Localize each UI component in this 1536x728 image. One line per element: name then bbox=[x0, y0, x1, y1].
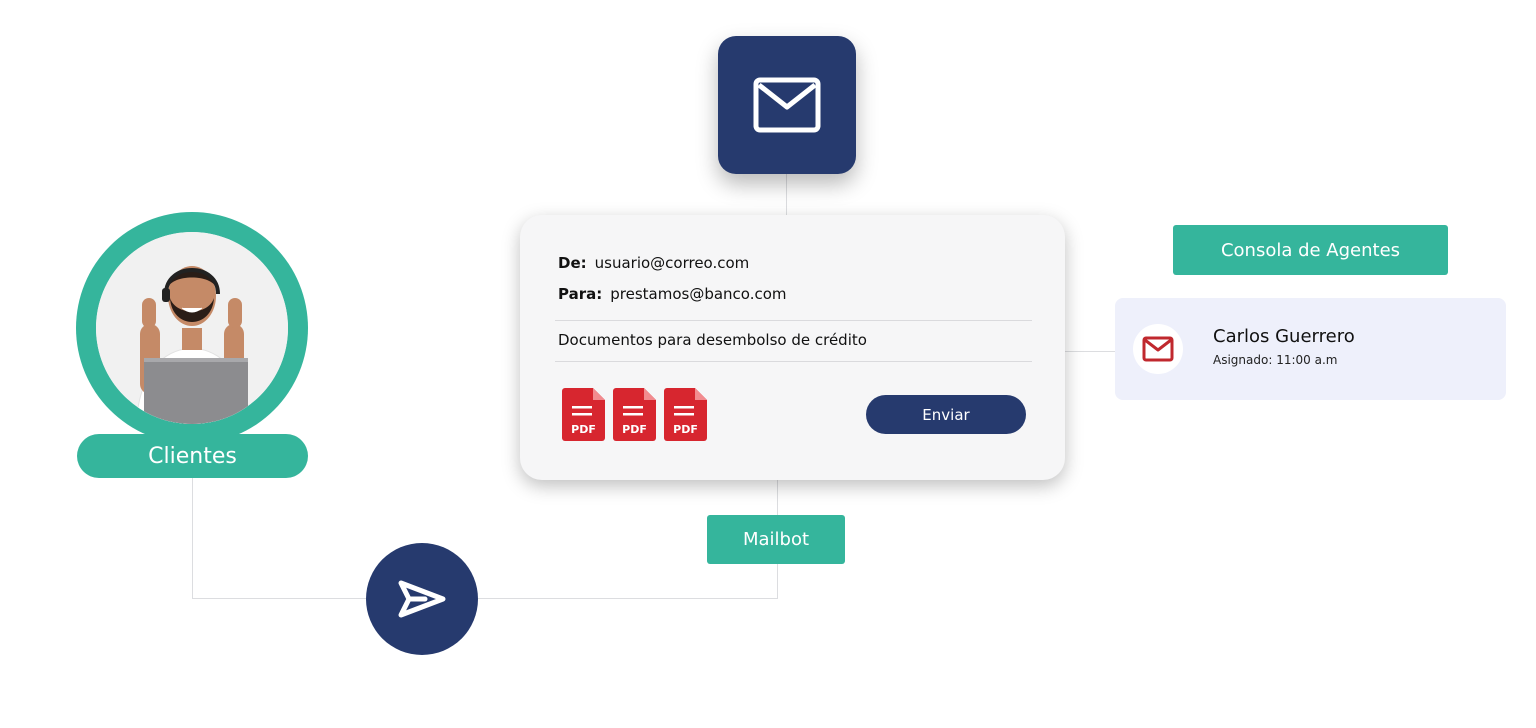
mail-icon bbox=[753, 77, 821, 133]
mail-channel-tile bbox=[718, 36, 856, 174]
from-value: usuario@correo.com bbox=[594, 254, 750, 272]
pdf-file-icon[interactable]: PDF bbox=[664, 388, 707, 441]
send-node[interactable] bbox=[366, 543, 478, 655]
to-label: Para: bbox=[558, 285, 603, 303]
agent-mail-badge bbox=[1133, 324, 1183, 374]
agent-assigned-time: Asignado: 11:00 a.m bbox=[1213, 353, 1338, 367]
from-label: De: bbox=[558, 254, 587, 272]
to-row: Para: prestamos@banco.com bbox=[558, 285, 787, 303]
divider bbox=[555, 320, 1032, 321]
client-photo bbox=[96, 232, 288, 424]
clients-label: Clientes bbox=[77, 434, 308, 478]
agents-console-label: Consola de Agentes bbox=[1173, 225, 1448, 275]
connector-bottom-left bbox=[192, 598, 366, 599]
send-icon bbox=[398, 580, 446, 618]
connector-top bbox=[786, 174, 787, 215]
pdf-label: PDF bbox=[571, 423, 596, 436]
email-subject: Documentos para desembolso de crédito bbox=[558, 331, 867, 349]
connector-card-agent bbox=[1065, 351, 1115, 352]
to-value: prestamos@banco.com bbox=[610, 285, 787, 303]
mailbot-label: Mailbot bbox=[707, 515, 845, 564]
email-card: De: usuario@correo.com Para: prestamos@ban… bbox=[520, 215, 1065, 480]
pdf-label: PDF bbox=[673, 423, 698, 436]
connector-card-mailbot bbox=[777, 480, 778, 515]
connector-clients-down bbox=[192, 478, 193, 599]
mail-icon bbox=[1142, 336, 1174, 362]
avatar bbox=[96, 232, 288, 424]
connector-mailbot-down bbox=[777, 564, 778, 599]
pdf-label: PDF bbox=[622, 423, 647, 436]
from-row: De: usuario@correo.com bbox=[558, 254, 749, 272]
divider bbox=[555, 361, 1032, 362]
agent-name: Carlos Guerrero bbox=[1213, 326, 1355, 347]
pdf-file-icon[interactable]: PDF bbox=[562, 388, 605, 441]
agent-assignment-card[interactable]: Carlos Guerrero Asignado: 11:00 a.m bbox=[1115, 298, 1506, 400]
client-avatar-ring bbox=[76, 212, 308, 444]
send-button[interactable]: Enviar bbox=[866, 395, 1026, 434]
pdf-file-icon[interactable]: PDF bbox=[613, 388, 656, 441]
connector-bottom-right bbox=[478, 598, 778, 599]
